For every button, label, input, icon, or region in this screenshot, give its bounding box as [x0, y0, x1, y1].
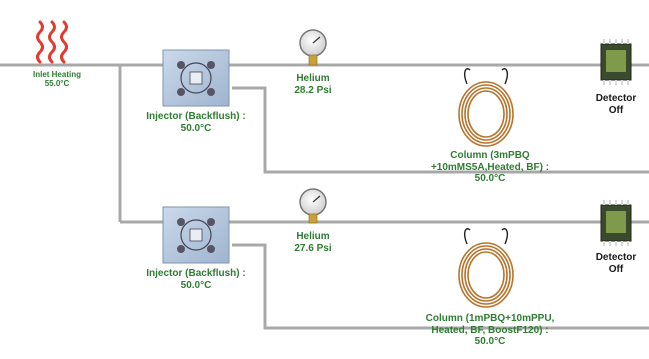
column-coil-icon[interactable] — [458, 228, 514, 308]
column-name-line1: Column (3mPBQ — [450, 150, 530, 161]
column-temp: 50.0°C — [474, 336, 506, 347]
detector-status: Off — [608, 104, 624, 116]
injector-label[interactable]: Injector (Backflush) : 50.0°C — [126, 111, 266, 134]
detector-chip-icon[interactable] — [600, 39, 632, 85]
carrier-gas-name: Helium — [296, 231, 330, 242]
detector-chip-icon[interactable] — [600, 200, 632, 246]
injector-valve-icon[interactable] — [162, 49, 230, 107]
inlet-heating-label[interactable]: Inlet Heating 55.0°C — [14, 70, 100, 88]
injector-temp: 50.0°C — [180, 279, 212, 291]
column-name-line1: Column (1mPBQ+10mPPU, — [425, 313, 555, 324]
injector-temp: 50.0°C — [180, 122, 212, 134]
injector-valve-icon[interactable] — [162, 206, 230, 264]
pressure-gauge-icon[interactable] — [299, 188, 327, 224]
injector-title: Injector (Backflush) : — [146, 268, 246, 279]
column-name-line2: +10mMS5A,Heated, BF) : — [430, 161, 550, 173]
detector-name: Detector — [595, 252, 637, 263]
column-coil-icon[interactable] — [458, 68, 514, 147]
heat-waves-icon — [36, 20, 68, 64]
inlet-heating-temp: 55.0°C — [44, 79, 70, 89]
detector-label[interactable]: Detector Off — [586, 252, 646, 275]
carrier-gas-label[interactable]: Helium 28.2 Psi — [283, 73, 343, 96]
injector-label[interactable]: Injector (Backflush) : 50.0°C — [126, 268, 266, 291]
carrier-gas-pressure: 27.6 Psi — [294, 242, 332, 254]
column-name-line2: Heated, BF, BoostF120) : — [431, 324, 549, 336]
detector-name: Detector — [595, 93, 637, 104]
column-temp: 50.0°C — [474, 173, 506, 184]
carrier-gas-pressure: 28.2 Psi — [294, 84, 332, 96]
detector-label[interactable]: Detector Off — [586, 93, 646, 116]
column-label[interactable]: Column (1mPBQ+10mPPU, Heated, BF, BoostF… — [400, 313, 580, 348]
carrier-gas-label[interactable]: Helium 27.6 Psi — [283, 231, 343, 254]
detector-status: Off — [608, 263, 624, 275]
carrier-gas-name: Helium — [296, 73, 330, 84]
inlet-heating-title: Inlet Heating — [32, 70, 81, 79]
injector-title: Injector (Backflush) : — [146, 111, 246, 122]
pressure-gauge-icon[interactable] — [299, 29, 327, 66]
column-label[interactable]: Column (3mPBQ +10mMS5A,Heated, BF) : 50.… — [405, 150, 575, 185]
